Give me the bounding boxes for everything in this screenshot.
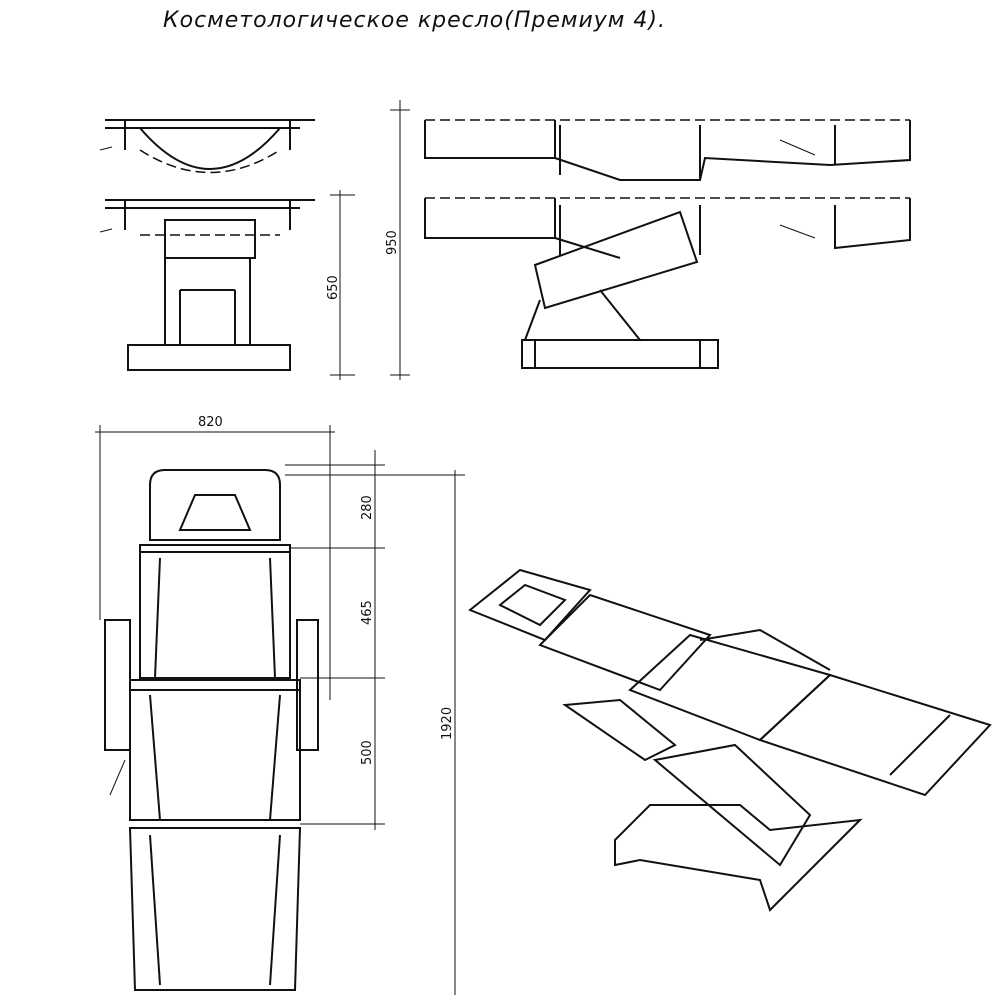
dim-950: 950 xyxy=(385,230,400,255)
dim-650: 650 xyxy=(326,275,341,300)
dim-280: 280 xyxy=(360,495,375,520)
dim-500: 500 xyxy=(360,740,375,765)
side-view xyxy=(424,119,911,369)
top-view xyxy=(104,469,319,991)
isometric-view xyxy=(468,568,992,912)
drawing-title: Косметологическое кресло(Премиум 4). xyxy=(163,8,666,33)
dim-1920: 1920 xyxy=(440,707,455,740)
dim-465: 465 xyxy=(360,600,375,625)
dim-820: 820 xyxy=(198,415,223,430)
front-view xyxy=(99,119,315,371)
dimension-lines xyxy=(95,100,465,995)
